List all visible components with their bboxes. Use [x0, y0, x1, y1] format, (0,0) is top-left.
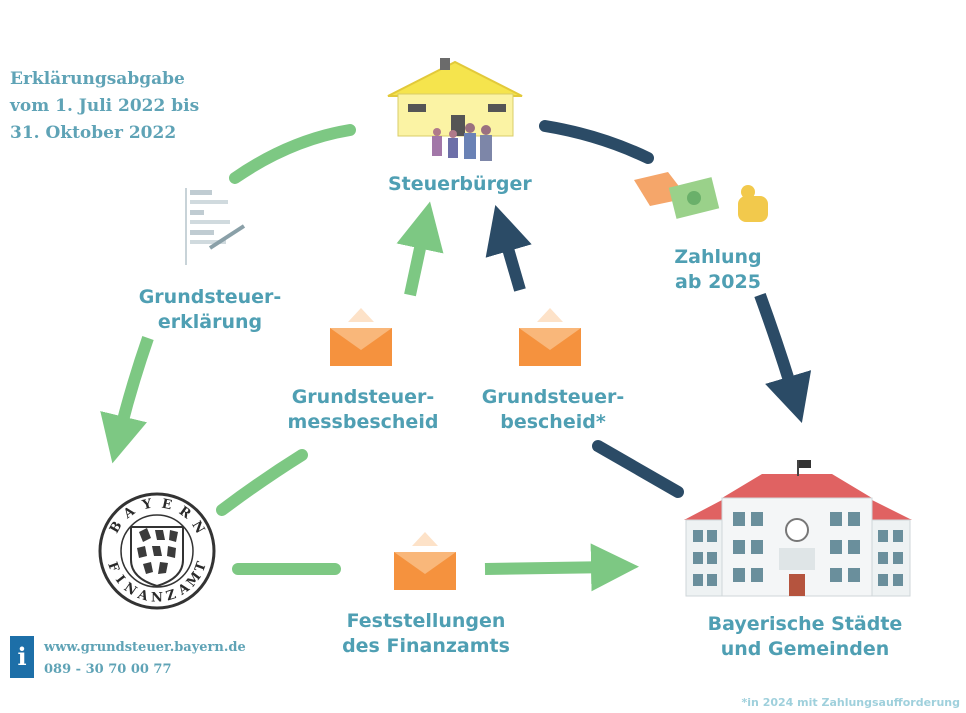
assessment-label-line-2: messbescheid	[287, 411, 439, 433]
footnote: *in 2024 mit Zahlungsaufforderung	[741, 696, 960, 709]
deadline-line-3: 31. Oktober 2022	[10, 123, 177, 143]
municipalities-label-line-1: Bayerische Städte	[707, 613, 903, 635]
declaration-deadline-note: Erklärungsabgabe vom 1. Juli 2022 bis 31…	[10, 66, 240, 147]
assessment-notice-label: Grundsteuer- messbescheid	[283, 385, 443, 435]
payment-money-hand-icon	[634, 172, 768, 222]
arrow-assessment-to-citizen	[396, 201, 444, 297]
municipal-building-icon	[684, 460, 912, 597]
findings-label: Feststellungen des Finanzamts	[336, 609, 516, 659]
citizen-label: Steuerbürger	[388, 173, 532, 195]
tax-notice-label: Grundsteuer- bescheid*	[478, 385, 628, 435]
arrow-citizen-to-declaration	[229, 124, 356, 184]
declaration-document-icon	[185, 188, 246, 265]
payment-label-line-2: ab 2025	[675, 271, 761, 293]
tax-notice-envelope-icon	[519, 308, 581, 366]
arrow-citizen-to-payment	[539, 120, 654, 164]
assessment-envelope-icon	[330, 308, 392, 366]
tax-notice-label-line-2: bescheid*	[500, 411, 606, 433]
arrow-tax-notice-to-citizen	[485, 204, 532, 292]
municipalities-label: Bayerische Städte und Gemeinden	[700, 612, 910, 662]
deadline-line-1: Erklärungsabgabe	[10, 69, 185, 89]
findings-envelope-icon	[394, 532, 456, 590]
findings-label-line-1: Feststellungen	[346, 610, 506, 632]
seal-top-letter: Y	[140, 497, 154, 514]
bavaria-finanzamt-seal	[98, 492, 216, 610]
arrow-municipalities-to-tax-notice	[592, 440, 684, 498]
payment-label: Zahlung ab 2025	[668, 245, 768, 295]
assessment-label-line-1: Grundsteuer-	[291, 386, 435, 408]
payment-label-line-1: Zahlung	[674, 246, 762, 268]
info-icon: i	[10, 636, 34, 678]
arrow-payment-to-municipalities	[754, 292, 812, 423]
tax-notice-label-line-1: Grundsteuer-	[481, 386, 625, 408]
declaration-label-line-2: erklärung	[157, 311, 263, 333]
house-family-icon	[387, 58, 523, 161]
arrow-findings-to-municipalities	[484, 543, 639, 592]
seal-top-letter: E	[160, 497, 173, 514]
declaration-label-line-1: Grundsteuer-	[138, 286, 282, 308]
arrow-declaration-to-tax-office	[100, 336, 154, 464]
arrow-tax-office-to-citizen	[216, 449, 308, 516]
findings-label-line-2: des Finanzamts	[342, 635, 510, 657]
phone-number: 089 - 30 70 00 77	[44, 662, 172, 677]
deadline-line-2: vom 1. Juli 2022 bis	[10, 96, 200, 116]
municipalities-label-line-2: und Gemeinden	[720, 638, 890, 660]
website-link[interactable]: www.grundsteuer.bayern.de	[44, 640, 246, 655]
seal-bottom-letter: N	[151, 591, 163, 606]
declaration-label: Grundsteuer- erklärung	[120, 285, 300, 335]
